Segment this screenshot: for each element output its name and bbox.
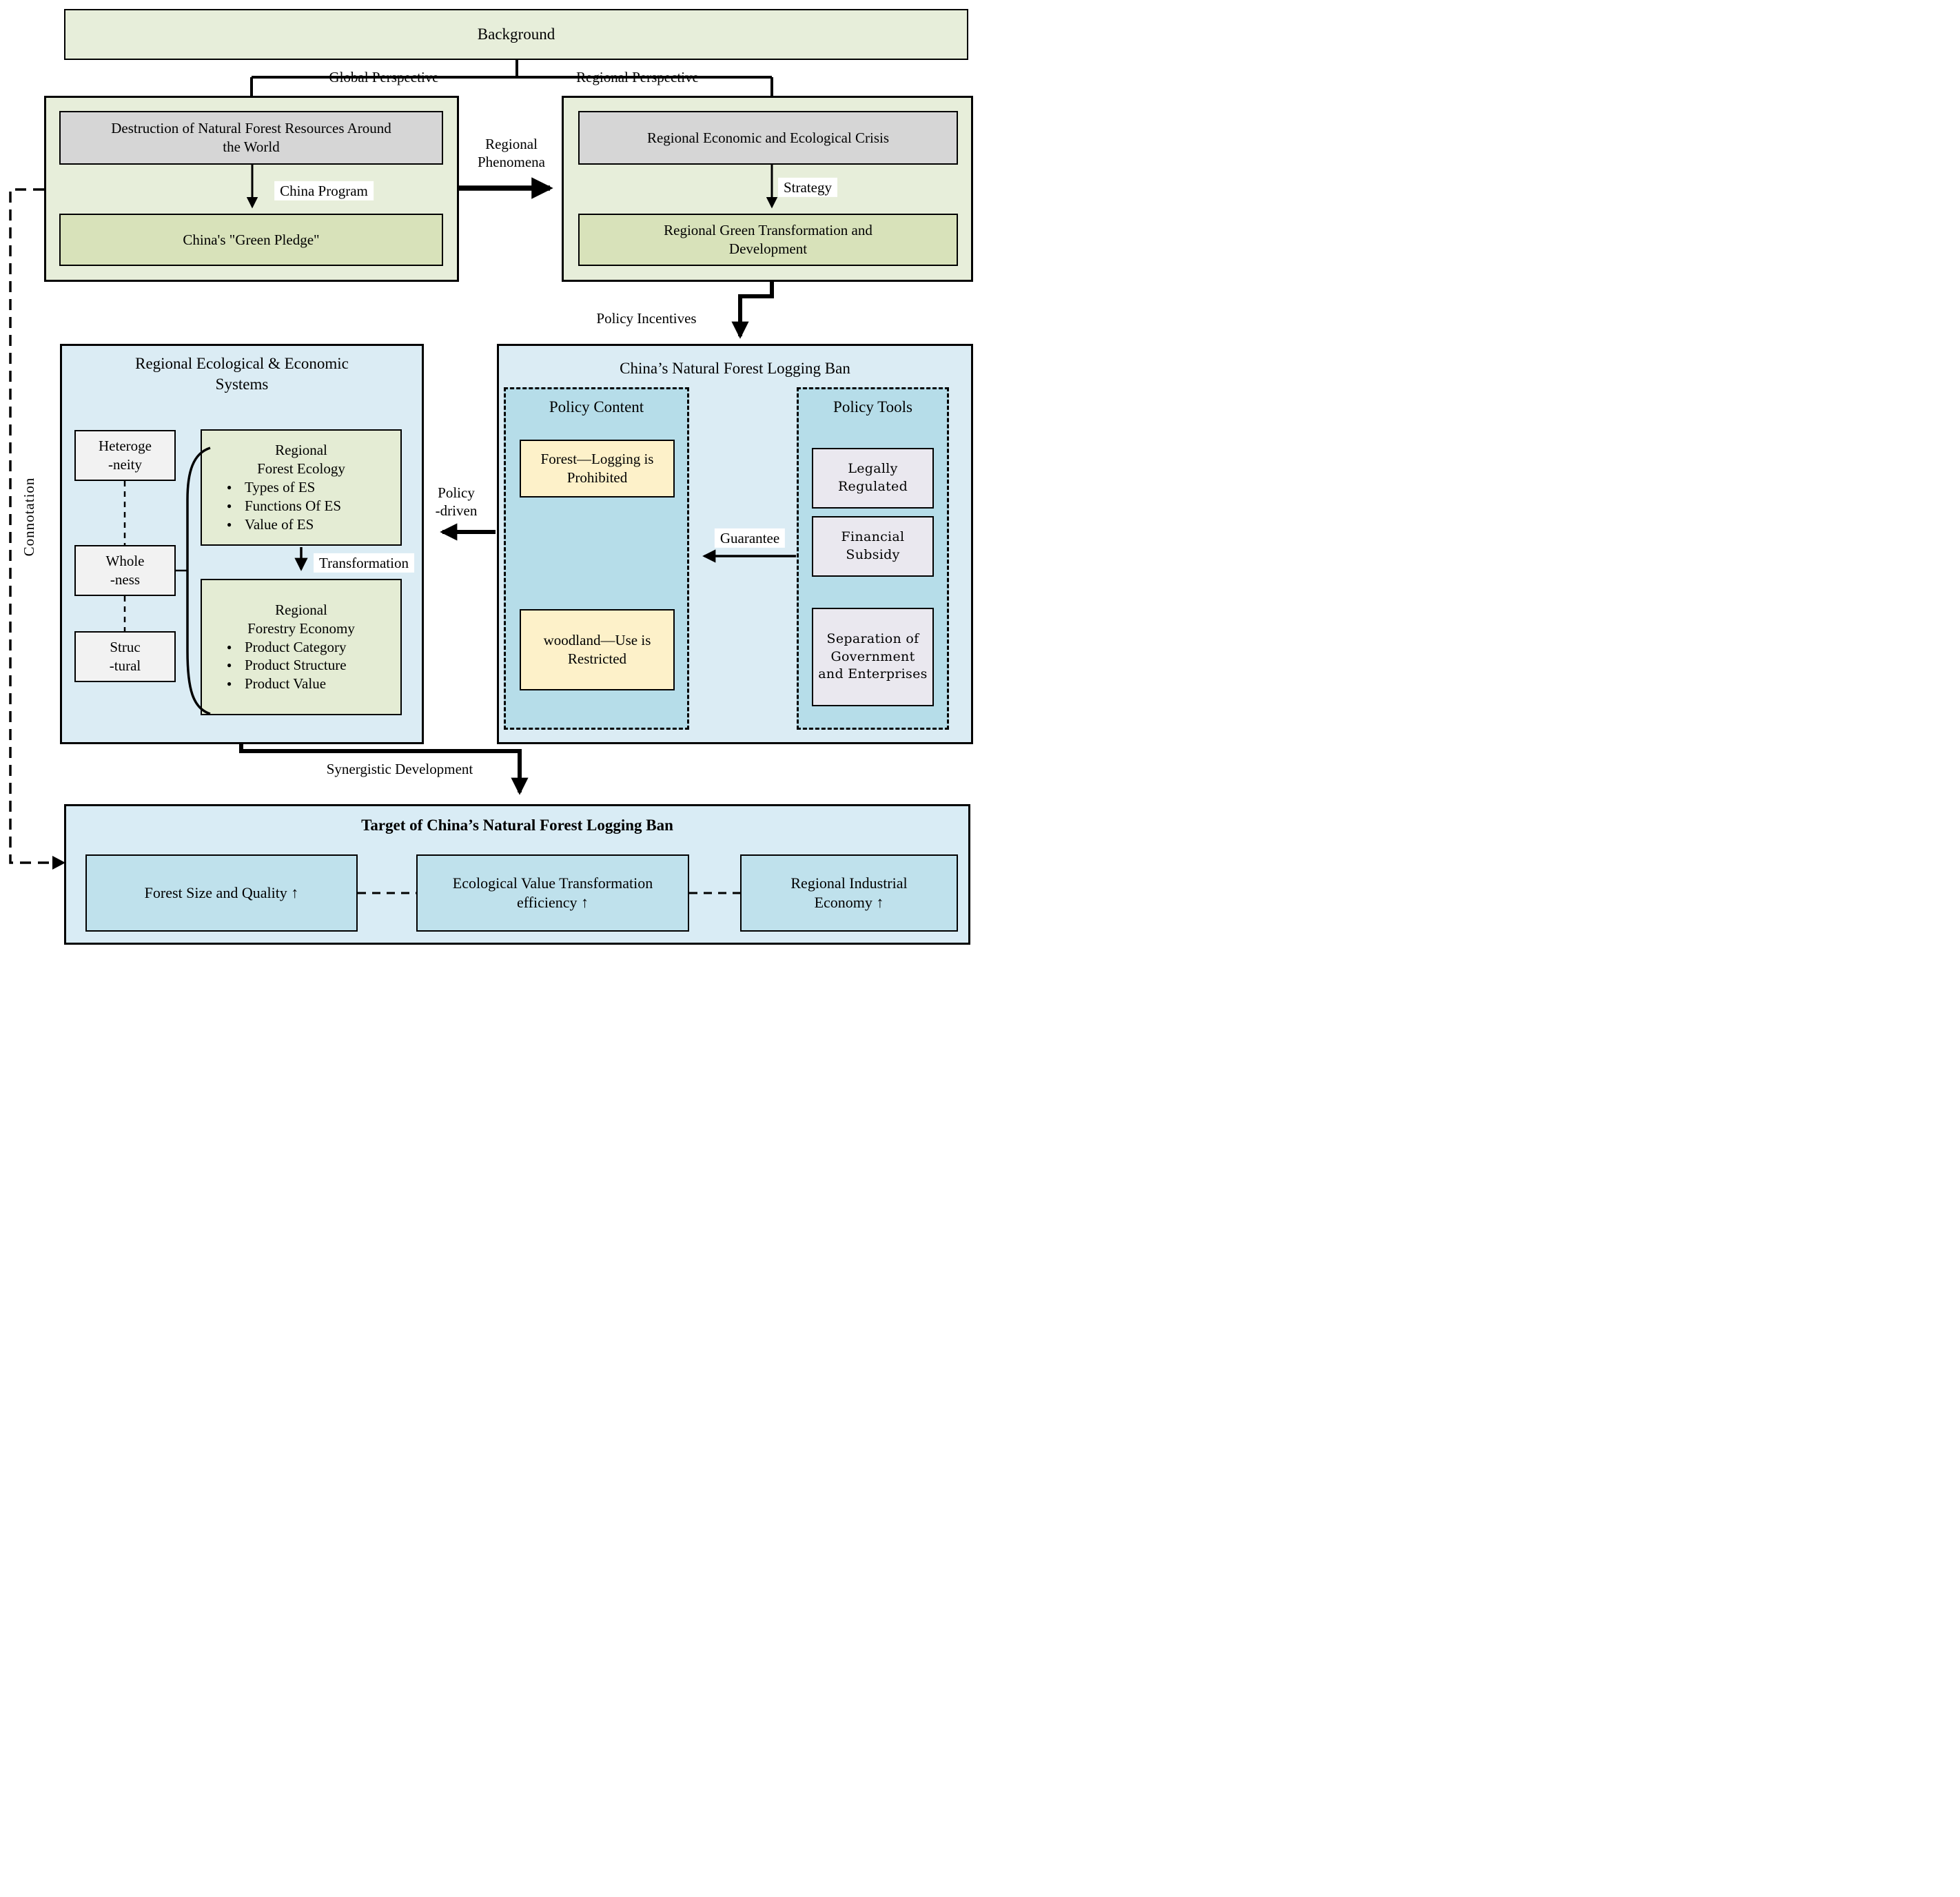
forest-ecology-box: Regional Forest Ecology Types of ES Func…: [201, 429, 402, 546]
bullet-icon: [227, 478, 245, 497]
regional-phenomena-label: Regional Phenomena: [472, 134, 551, 172]
synergistic-development-text: Synergistic Development: [326, 760, 473, 777]
structural-line2: -tural: [109, 657, 141, 674]
bullet-icon: [227, 497, 245, 515]
target-title-text: Target of China’s Natural Forest Logging…: [361, 817, 673, 834]
wholeness-box: Whole -ness: [74, 545, 176, 596]
list-item: Types of ES: [227, 478, 400, 497]
goal-3-text: Regional Industrial Economy ↑: [790, 874, 908, 911]
systems-panel-title: Regional Ecological & Economic Systems: [60, 353, 424, 395]
systems-title-line2: Systems: [215, 375, 269, 393]
policy-tools-title-text: Policy Tools: [833, 398, 912, 416]
policy-content-item-1: Forest—Logging is Prohibited: [540, 451, 654, 486]
world-forest-destruction-box: Destruction of Natural Forest Resources …: [59, 111, 443, 165]
policy-incentives-arrow: [731, 282, 774, 339]
forestry-economy-box: Regional Forestry Economy Product Catego…: [201, 579, 402, 715]
financial-subsidy-box: Financial Subsidy: [812, 516, 934, 577]
world-forest-destruction-line2: the World: [223, 139, 280, 155]
guarantee-text: Guarantee: [719, 529, 780, 546]
list-item: Value of ES: [227, 515, 400, 534]
wholeness-line1: Whole: [105, 553, 145, 570]
forest-logging-prohibited-box: Forest—Logging is Prohibited: [520, 440, 675, 498]
forest-ecology-title2: Forest Ecology: [257, 460, 345, 478]
connotation-label: Connotation: [21, 441, 40, 593]
regional-perspective-text: Regional Perspective: [576, 68, 699, 85]
green-pledge-box: China's "Green Pledge": [59, 214, 443, 266]
list-item: Product Category: [227, 638, 400, 657]
guarantee-label: Guarantee: [714, 528, 786, 548]
regional-crisis-label: Regional Economic and Ecological Crisis: [646, 129, 890, 146]
flowchart-canvas: Background Destruction of Natural Forest…: [0, 0, 980, 949]
policy-driven-line2: -driven: [435, 502, 478, 519]
woodland-use-restricted-box: woodland—Use is Restricted: [520, 609, 675, 690]
economy-item-3: Product Value: [245, 675, 327, 693]
china-program-text: China Program: [280, 182, 368, 199]
policy-incentives-text: Policy Incentives: [596, 309, 697, 327]
strategy-text: Strategy: [784, 178, 832, 196]
list-item: Product Structure: [227, 656, 400, 675]
goal-1-text: Forest Size and Quality ↑: [144, 883, 299, 901]
bullet-icon: [227, 515, 245, 534]
goal-forest-size-box: Forest Size and Quality ↑: [85, 854, 358, 932]
policy-incentives-label: Policy Incentives: [591, 309, 702, 328]
ecology-item-2: Functions Of ES: [245, 497, 342, 514]
global-perspective-text: Global Perspective: [329, 68, 439, 85]
transformation-text: Transformation: [319, 554, 409, 571]
green-transformation-line2: Development: [728, 240, 808, 257]
heterogeneity-box: Heteroge -neity: [74, 430, 176, 481]
china-program-label: China Program: [274, 181, 374, 201]
economy-item-2: Product Structure: [245, 657, 347, 674]
policy-driven-line1: Policy: [438, 484, 475, 501]
goal-industrial-economy-box: Regional Industrial Economy ↑: [740, 854, 958, 932]
world-forest-destruction-line1: Destruction of Natural Forest Resources …: [111, 120, 391, 137]
wholeness-line2: -ness: [110, 571, 141, 588]
connotation-text: Connotation: [21, 477, 37, 557]
policy-content-item-2: woodland—Use is Restricted: [543, 632, 651, 667]
transformation-label: Transformation: [314, 553, 414, 573]
list-item: Product Value: [227, 675, 400, 693]
ecology-item-1: Types of ES: [245, 479, 316, 496]
global-perspective-label: Global Perspective: [323, 68, 444, 87]
background-box: Background: [64, 9, 968, 60]
goal-ecological-value-box: Ecological Value Transformation efficien…: [416, 854, 689, 932]
economy-item-1: Product Category: [245, 638, 347, 655]
logging-ban-title: China’s Natural Forest Logging Ban: [497, 358, 973, 379]
green-transformation-box: Regional Green Transformation and Develo…: [578, 214, 958, 266]
policy-tools-title: Policy Tools: [797, 397, 949, 418]
bullet-icon: [227, 675, 245, 693]
policy-tool-2: Financial Subsidy: [841, 529, 905, 562]
regional-phenomena-line2: Phenomena: [478, 154, 545, 170]
forestry-economy-title1: Regional: [275, 601, 327, 618]
forest-ecology-title1: Regional: [275, 442, 327, 459]
logging-ban-title-text: China’s Natural Forest Logging Ban: [620, 360, 850, 377]
structural-box: Struc -tural: [74, 631, 176, 682]
background-label: Background: [477, 25, 555, 43]
bullet-icon: [227, 656, 245, 675]
list-item: Functions Of ES: [227, 497, 400, 515]
legally-regulated-box: Legally Regulated: [812, 448, 934, 509]
strategy-label: Strategy: [778, 177, 837, 198]
policy-content-title-text: Policy Content: [549, 398, 644, 416]
green-pledge-label: China's "Green Pledge": [183, 231, 320, 248]
heterogeneity-line1: Heteroge: [99, 438, 152, 455]
policy-content-title: Policy Content: [504, 397, 689, 418]
policy-tool-3: Separation of Government and Enterprises: [818, 631, 928, 682]
target-panel-title: Target of China’s Natural Forest Logging…: [64, 815, 970, 836]
synergistic-development-label: Synergistic Development: [321, 759, 479, 779]
bullet-icon: [227, 638, 245, 657]
regional-perspective-label: Regional Perspective: [571, 68, 704, 87]
forestry-economy-title2: Forestry Economy: [247, 619, 355, 637]
ecology-item-3: Value of ES: [245, 515, 314, 533]
policy-driven-label: Policy -driven: [429, 482, 483, 521]
structural-line1: Struc: [110, 639, 141, 656]
goal-2-text: Ecological Value Transformation efficien…: [452, 874, 653, 911]
heterogeneity-line2: -neity: [108, 456, 142, 473]
separation-gov-enterprises-box: Separation of Government and Enterprises: [812, 608, 934, 706]
regional-phenomena-line1: Regional: [485, 135, 538, 152]
regional-crisis-box: Regional Economic and Ecological Crisis: [578, 111, 958, 165]
green-transformation-line1: Regional Green Transformation and: [664, 222, 872, 239]
systems-title-line1: Regional Ecological & Economic: [135, 355, 349, 372]
policy-tool-1: Legally Regulated: [837, 461, 908, 494]
